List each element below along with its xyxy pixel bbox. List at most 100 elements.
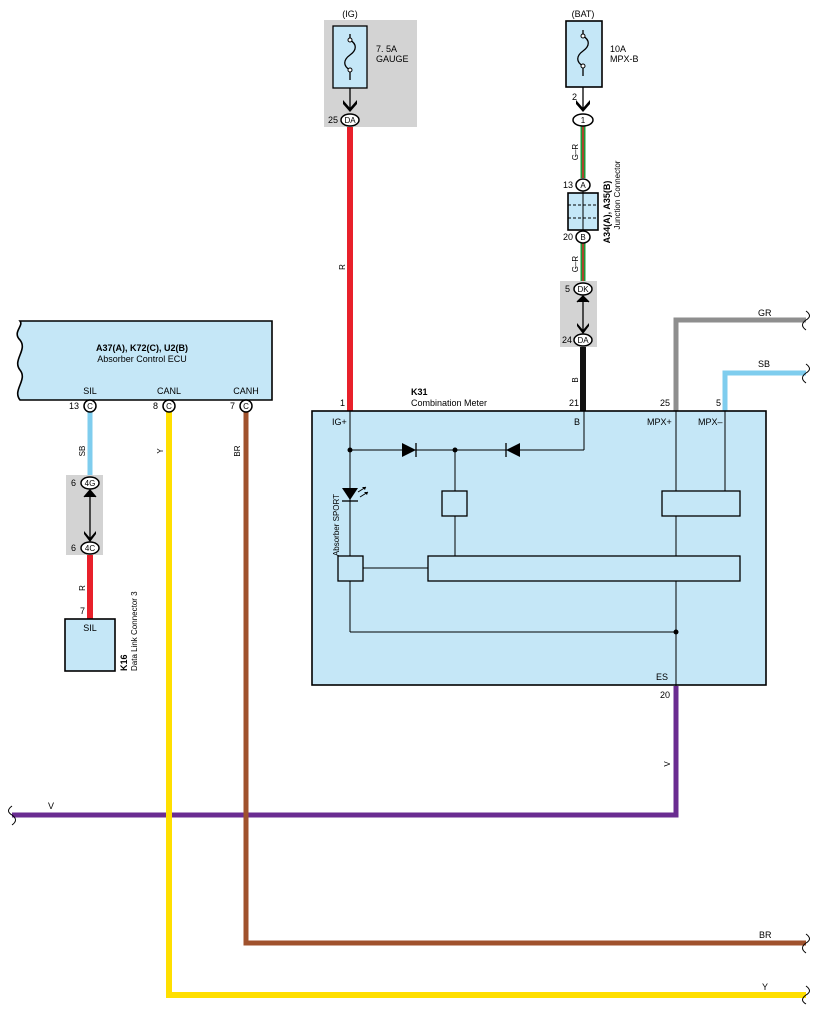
ecu-conn-code-sil: C [87, 402, 93, 411]
joint-connector-4g [80, 476, 100, 490]
wire-label-bus-v: V [48, 801, 54, 811]
meter-internal-circuit [349, 411, 726, 686]
bat-fuse-box [565, 20, 603, 88]
junction-pin-20: 20 [563, 232, 573, 242]
ig-pin: 25 [328, 115, 338, 125]
junction-title: A34(A), A35(B) [602, 181, 612, 244]
wire-label-canl: Y [156, 448, 165, 454]
wire-label-es: V [663, 761, 672, 767]
meter-indicator-label: Absorber SPORT [332, 494, 341, 556]
meter-block-small [337, 555, 364, 582]
bat-connector-1 [572, 113, 594, 127]
dlc-box [64, 618, 116, 672]
bat-pin: 2 [572, 92, 577, 102]
meter-terminal-mpx-plus: MPX+ [647, 417, 672, 427]
ig-connector-arrow [343, 100, 357, 112]
bat-label: (BAT) [572, 9, 595, 19]
ecu-connector-sil [83, 399, 97, 413]
ecu-pin-7: 7 [230, 401, 235, 411]
meter-id: K31 [411, 387, 428, 397]
ecu-connector-canl [162, 399, 176, 413]
ecu-terminal-canh: CANH [233, 386, 259, 396]
junction-connector-b [575, 230, 591, 244]
meter-pin-es: 20 [660, 690, 670, 700]
junction-pin-13: 13 [563, 180, 573, 190]
meter-junction-dot-ig [347, 447, 353, 453]
ecu-title: A37(A), K72(C), U2(B) [96, 343, 188, 353]
joint-code-4g: 4G [85, 479, 96, 488]
ecu-pin-8: 8 [153, 401, 158, 411]
dlc-terminal-sil: SIL [83, 623, 97, 633]
meter-name: Combination Meter [411, 398, 487, 408]
ecu-pin-13: 13 [69, 401, 79, 411]
meter-block-center [441, 490, 468, 517]
wire-break-br [802, 933, 810, 954]
meter-junction-dot-center [452, 447, 458, 453]
wire-label-bat-lower: G–R [571, 256, 580, 273]
ecu-terminal-sil: SIL [83, 386, 97, 396]
wire-label-bus-y: Y [762, 982, 768, 992]
meter-block-mpx [661, 490, 741, 517]
ecu-subtitle: Absorber Control ECU [97, 354, 187, 364]
dlc-id: K16 [119, 654, 129, 671]
meter-block-bar [427, 555, 741, 582]
joint-connector-dk [573, 282, 593, 296]
ig-fuse-icon [344, 34, 356, 80]
wire-label-canh: BR [233, 445, 242, 456]
meter-terminal-b: B [574, 417, 580, 427]
joint-code-da: DA [577, 336, 589, 345]
ecu-conn-code-canl: C [166, 402, 172, 411]
bat-fuse-amp: 10A [610, 44, 626, 54]
joint-pin-6-top: 6 [71, 478, 76, 488]
meter-terminal-es: ES [656, 672, 668, 682]
joint-code-4c: 4C [85, 544, 95, 553]
ecu-box [16, 320, 273, 401]
meter-pin-mpx-minus: 5 [716, 398, 721, 408]
joint-pin-24: 24 [562, 335, 572, 345]
wire-break-v [8, 805, 16, 826]
wire-sb-right [722, 370, 806, 411]
ig-fuse-name: GAUGE [376, 54, 409, 64]
ig-connector-da [340, 113, 360, 127]
joint-pin-6-bottom: 6 [71, 543, 76, 553]
wire-es-purple [12, 686, 679, 818]
dlc-name: Data Link Connector 3 [130, 591, 139, 671]
diode-left-icon [402, 443, 417, 457]
bat-connector-code: 1 [581, 116, 586, 125]
ig-connector-code: DA [344, 116, 356, 125]
wire-label-sb-right: SB [758, 359, 770, 369]
meter-terminal-ig: IG+ [332, 417, 347, 427]
wire-label-sil: SB [78, 446, 87, 457]
bat-connector-arrow [576, 100, 590, 112]
ecu-connector-canh [239, 399, 253, 413]
bat-fuse-icon [577, 30, 589, 76]
junction-code-a: A [580, 181, 586, 190]
joint-pin-5: 5 [565, 284, 570, 294]
wire-label-ig: R [338, 264, 347, 270]
meter-box [311, 410, 767, 686]
wire-canh-brown [243, 412, 806, 946]
meter-pin-ig: 1 [340, 398, 345, 408]
wire-break-gr [802, 310, 810, 331]
ig-fuse-amp: 7. 5A [376, 44, 397, 54]
junction-code-b: B [580, 233, 585, 242]
meter-pin-mpx-plus: 25 [660, 398, 670, 408]
wire-label-bus-br: BR [759, 930, 772, 940]
wire-canl-yellow [166, 412, 806, 998]
wire-label-gr: GR [758, 308, 772, 318]
meter-terminal-mpx-minus: MPX– [698, 417, 723, 427]
wire-label-bat-upper: G–R [571, 144, 580, 161]
wire-break-y [802, 985, 810, 1005]
bat-fuse-name: MPX-B [610, 54, 639, 64]
led-indicator-icon [342, 486, 369, 502]
wire-break-sb [802, 363, 810, 384]
joint-code-dk: DK [577, 285, 589, 294]
wire-gr-gray [673, 317, 806, 411]
ig-label: (IG) [342, 9, 358, 19]
dlc-pin: 7 [80, 606, 85, 616]
joint-connector-4c [80, 541, 100, 555]
ecu-conn-code-canh: C [243, 402, 249, 411]
meter-pin-b: 21 [569, 398, 579, 408]
meter-junction-dot-es [673, 629, 679, 635]
